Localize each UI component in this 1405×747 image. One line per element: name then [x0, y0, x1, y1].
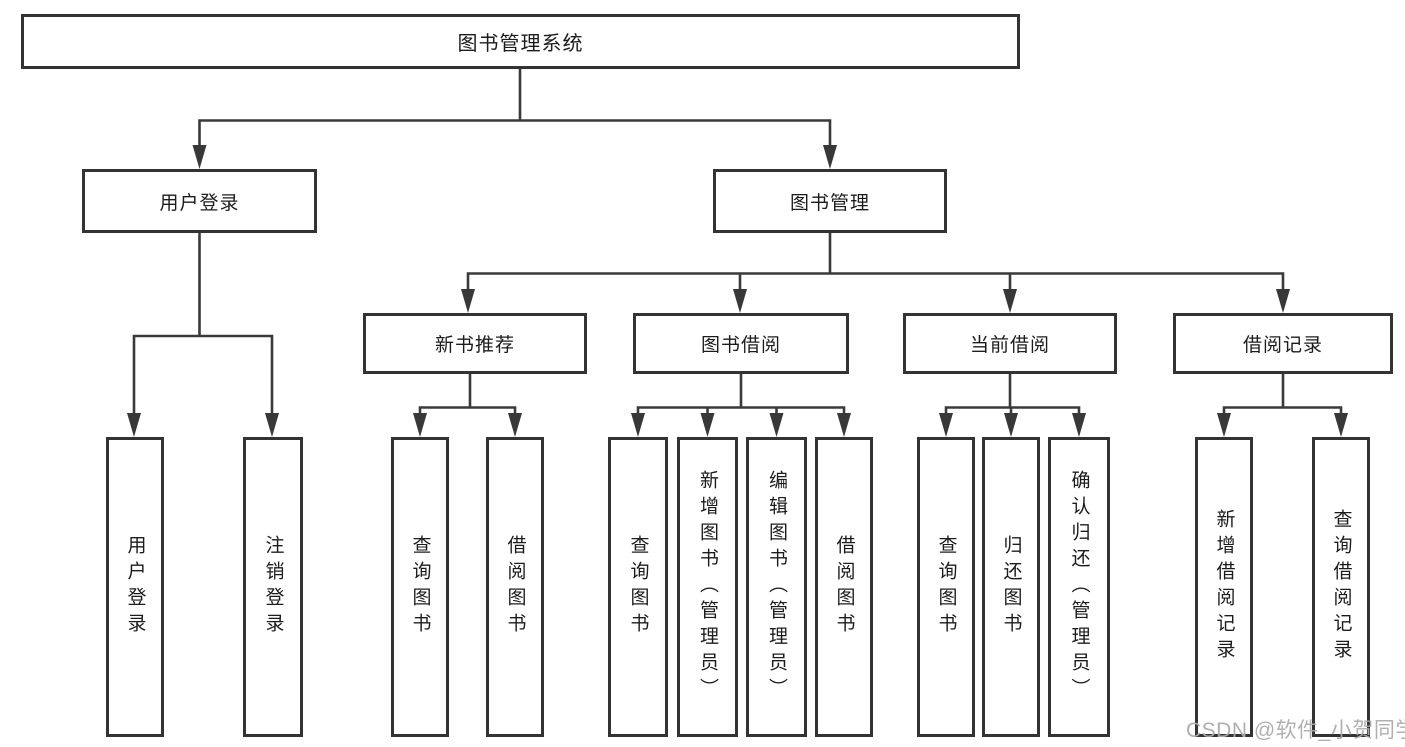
- arrowhead-icon: [733, 289, 747, 313]
- node-borrow-records-label: 借阅记录: [1242, 335, 1323, 356]
- leaf-edit-book-admin: 编辑图书（管理员）: [746, 437, 807, 737]
- leaf-query-book-1-label: 查询图书: [409, 535, 431, 639]
- arrowhead-icon: [1004, 413, 1018, 437]
- connector-book-mgmt-branch: [461, 231, 1290, 313]
- arrowhead-icon: [1334, 413, 1348, 437]
- node-root: 图书管理系统: [21, 14, 1020, 69]
- arrowhead-icon: [769, 413, 784, 437]
- leaf-add-borrow-record-label: 新增借阅记录: [1213, 509, 1235, 665]
- leaf-edit-book-admin-label: 编辑图书（管理员）: [766, 470, 787, 704]
- leaf-add-book-admin: 新增图书（管理员）: [677, 437, 738, 737]
- node-book-borrow: 图书借阅: [633, 313, 849, 374]
- leaf-logout: 注销登录: [243, 437, 303, 737]
- arrowhead-icon: [1217, 413, 1231, 437]
- arrowhead-icon: [631, 413, 645, 437]
- leaf-user-login-label: 用户登录: [124, 535, 146, 639]
- arrowhead-icon: [265, 413, 279, 437]
- connector-root-branch: [192, 68, 837, 169]
- leaf-query-borrow-record: 查询借阅记录: [1312, 437, 1370, 737]
- arrowhead-icon: [127, 413, 141, 437]
- leaf-user-login: 用户登录: [106, 437, 164, 737]
- connector-borrow-branch: [631, 372, 851, 437]
- connector-records-branch: [1217, 372, 1348, 437]
- node-new-book-recommend-label: 新书推荐: [434, 335, 515, 356]
- leaf-borrow-book-2-label: 借阅图书: [833, 535, 855, 639]
- arrowhead-icon: [837, 413, 851, 437]
- node-user-login-label: 用户登录: [159, 192, 240, 214]
- leaf-query-borrow-record-label: 查询借阅记录: [1330, 509, 1352, 665]
- leaf-borrow-book-1-label: 借阅图书: [504, 535, 526, 639]
- leaf-logout-label: 注销登录: [262, 535, 284, 639]
- connector-current-branch: [939, 372, 1086, 437]
- arrowhead-icon: [1276, 289, 1290, 313]
- leaf-borrow-book-2: 借阅图书: [815, 437, 873, 737]
- connector-newbook-branch: [413, 372, 522, 437]
- arrowhead-icon: [1072, 413, 1086, 437]
- leaf-query-book-2: 查询图书: [608, 437, 668, 737]
- arrowhead-icon: [192, 145, 207, 169]
- connector-login-branch: [127, 231, 279, 437]
- leaf-confirm-return-admin: 确认归还（管理员）: [1048, 437, 1110, 737]
- arrowhead-icon: [823, 145, 837, 169]
- arrowhead-icon: [508, 413, 522, 437]
- leaf-confirm-return-admin-label: 确认归还（管理员）: [1068, 470, 1090, 704]
- leaf-return-book: 归还图书: [982, 437, 1040, 737]
- leaf-add-book-admin-label: 新增图书（管理员）: [697, 470, 718, 704]
- node-root-label: 图书管理系统: [457, 33, 584, 55]
- node-current-borrow-label: 当前借阅: [969, 335, 1050, 356]
- node-book-borrow-label: 图书借阅: [700, 335, 781, 356]
- node-borrow-records: 借阅记录: [1173, 313, 1393, 374]
- leaf-query-book-2-label: 查询图书: [627, 535, 649, 639]
- arrowhead-icon: [413, 413, 427, 437]
- leaf-borrow-book-1: 借阅图书: [486, 437, 544, 737]
- leaf-query-book-3: 查询图书: [917, 437, 975, 737]
- leaf-add-borrow-record: 新增借阅记录: [1195, 437, 1253, 737]
- arrowhead-icon: [1003, 289, 1017, 313]
- arrowhead-icon: [461, 289, 475, 313]
- node-book-management-label: 图书管理: [789, 192, 870, 214]
- leaf-query-book-1: 查询图书: [391, 437, 449, 737]
- arrowhead-icon: [939, 413, 953, 437]
- node-current-borrow: 当前借阅: [903, 313, 1117, 374]
- leaf-return-book-label: 归还图书: [1000, 535, 1022, 639]
- arrowhead-icon: [700, 413, 715, 437]
- node-book-management: 图书管理: [713, 169, 947, 233]
- leaf-query-book-3-label: 查询图书: [935, 535, 957, 639]
- node-user-login: 用户登录: [82, 169, 317, 233]
- watermark: CSDN @软件_小贺同学: [1186, 719, 1405, 742]
- node-new-book-recommend: 新书推荐: [363, 313, 587, 374]
